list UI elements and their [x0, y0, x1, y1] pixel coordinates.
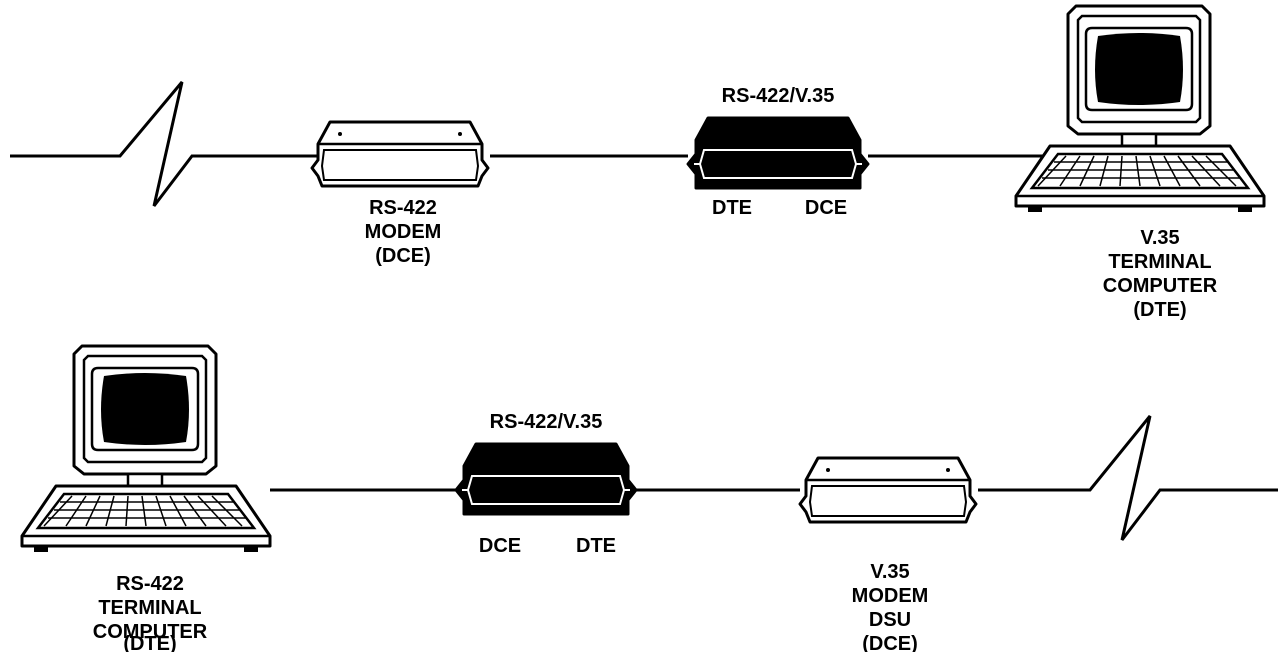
- top-converter-left-port: DTE: [712, 197, 752, 219]
- top-converter-right-port: DCE: [805, 197, 847, 219]
- bottom-modem-label-line-3: DSU: [869, 609, 911, 631]
- top-row: RS-422 MODEM (DCE) RS-422/V.35 DTE DCE V…: [10, 4, 1266, 321]
- bottom-converter-right-port: DTE: [576, 535, 616, 557]
- bottom-modem-label-line-1: V.35: [870, 561, 909, 583]
- top-computer-label-line-4: (DTE): [1133, 299, 1186, 321]
- top-computer-label-line-1: V.35: [1140, 227, 1179, 249]
- bottom-modem-label-line-4: (DCE): [862, 633, 918, 652]
- bottom-computer-label-line-3: COMPUTER: [93, 621, 208, 643]
- bottom-terminal-computer-icon: [20, 344, 272, 554]
- top-converter-title: RS-422/V.35: [722, 85, 835, 107]
- bottom-converter-title: RS-422/V.35: [490, 411, 603, 433]
- top-modem-label-line-3: (DCE): [375, 245, 431, 267]
- bottom-modem-box-icon: [798, 456, 978, 524]
- bottom-row: RS-422 TERMINAL COMPUTER (DTE) RS-422/V.…: [20, 344, 1278, 652]
- top-computer-label-line-2: TERMINAL: [1108, 251, 1211, 273]
- top-computer-label-line-3: COMPUTER: [1103, 275, 1218, 297]
- bottom-computer-label-line-2: TERMINAL: [98, 597, 201, 619]
- top-modem-label-line-1: RS-422: [369, 197, 437, 219]
- bottom-converter-box-icon: [454, 442, 638, 516]
- bottom-computer-label-line-1: RS-422: [116, 573, 184, 595]
- bottom-line-break-icon: [978, 415, 1278, 541]
- top-modem-box-icon: [310, 120, 490, 188]
- bottom-converter-left-port: DCE: [479, 535, 521, 557]
- top-terminal-computer-icon: [1014, 4, 1266, 214]
- top-modem-label-line-2: MODEM: [365, 221, 442, 243]
- top-converter-box-icon: [686, 116, 870, 190]
- top-line-break-icon: [10, 81, 318, 207]
- bottom-computer-label-line-4: (DTE): [123, 633, 176, 652]
- bottom-modem-label-line-2: MODEM: [852, 585, 929, 607]
